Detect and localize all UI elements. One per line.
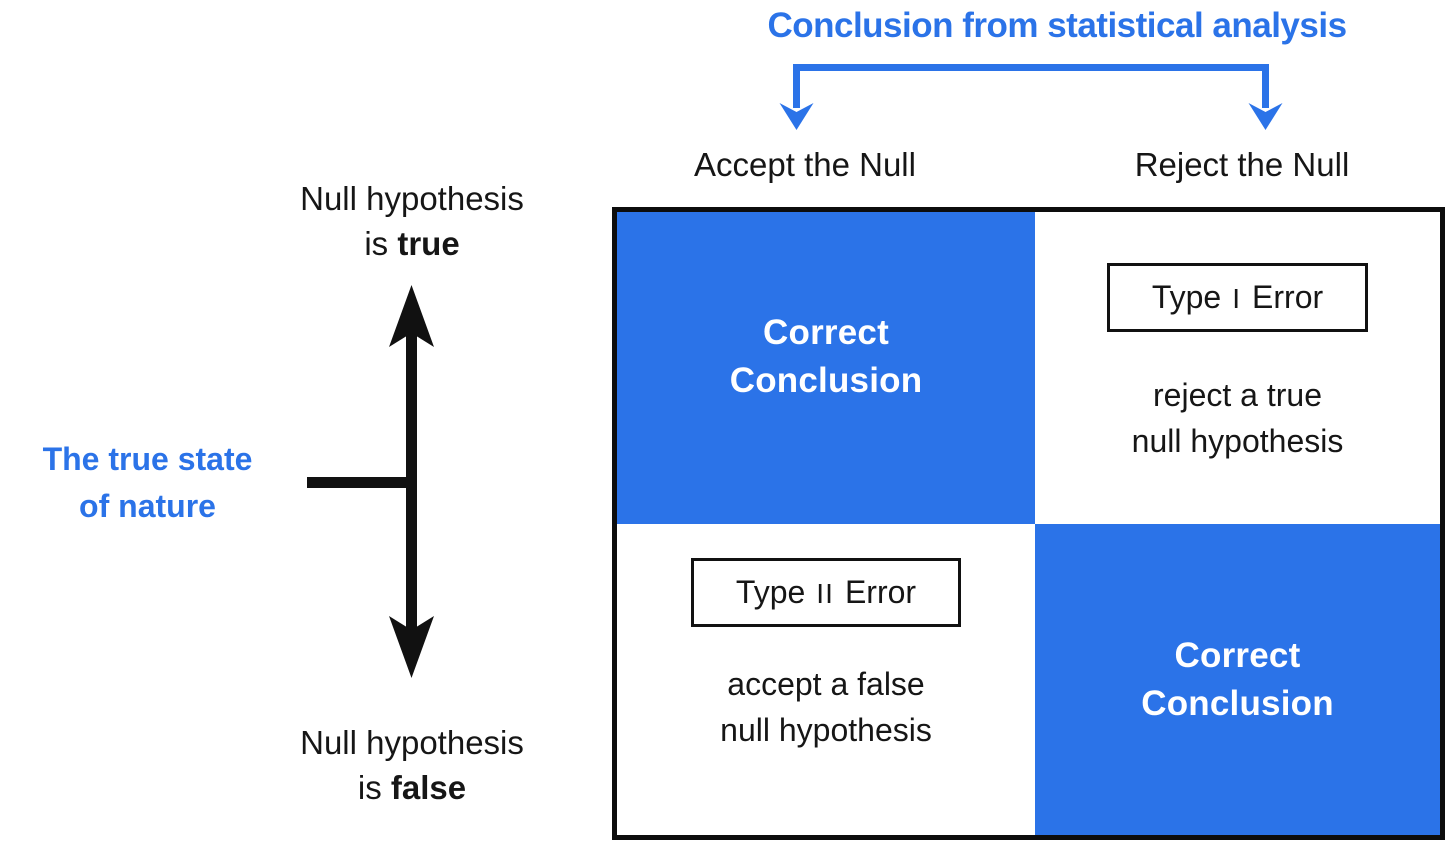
row-label-null-false-line1: Null hypothesis — [300, 724, 524, 761]
diagram-title: Conclusion from statistical analysis — [767, 6, 1347, 45]
bracket-down-arrows-icon — [779, 64, 1283, 130]
column-header-reject-null: Reject the Null — [1134, 146, 1350, 183]
type-2-error-description: accept a false null hypothesis — [720, 666, 932, 748]
row-label-null-false-line2: is false — [357, 769, 467, 806]
correct-conclusion-label: Correct Conclusion — [729, 313, 923, 400]
row-label-null-true-line1: Null hypothesis — [300, 180, 524, 217]
row-label-null-true: Null hypothesis is true — [212, 176, 612, 266]
axis-label-true-state-of-nature: The true state of nature — [42, 441, 253, 524]
column-header-accept-null: Accept the Null — [694, 146, 916, 183]
row-label-null-true-line2: is true — [364, 225, 460, 262]
cell-reject-false-correct: Correct Conclusion — [1035, 524, 1440, 835]
type-1-error-description: reject a true null hypothesis — [1131, 377, 1344, 459]
row-label-null-false: Null hypothesis is false — [212, 720, 612, 810]
axis-tick — [307, 477, 412, 488]
vertical-double-arrow-icon — [389, 285, 434, 678]
correct-conclusion-label: Correct Conclusion — [1141, 635, 1334, 723]
cell-accept-true-correct: Correct Conclusion — [617, 212, 1035, 524]
